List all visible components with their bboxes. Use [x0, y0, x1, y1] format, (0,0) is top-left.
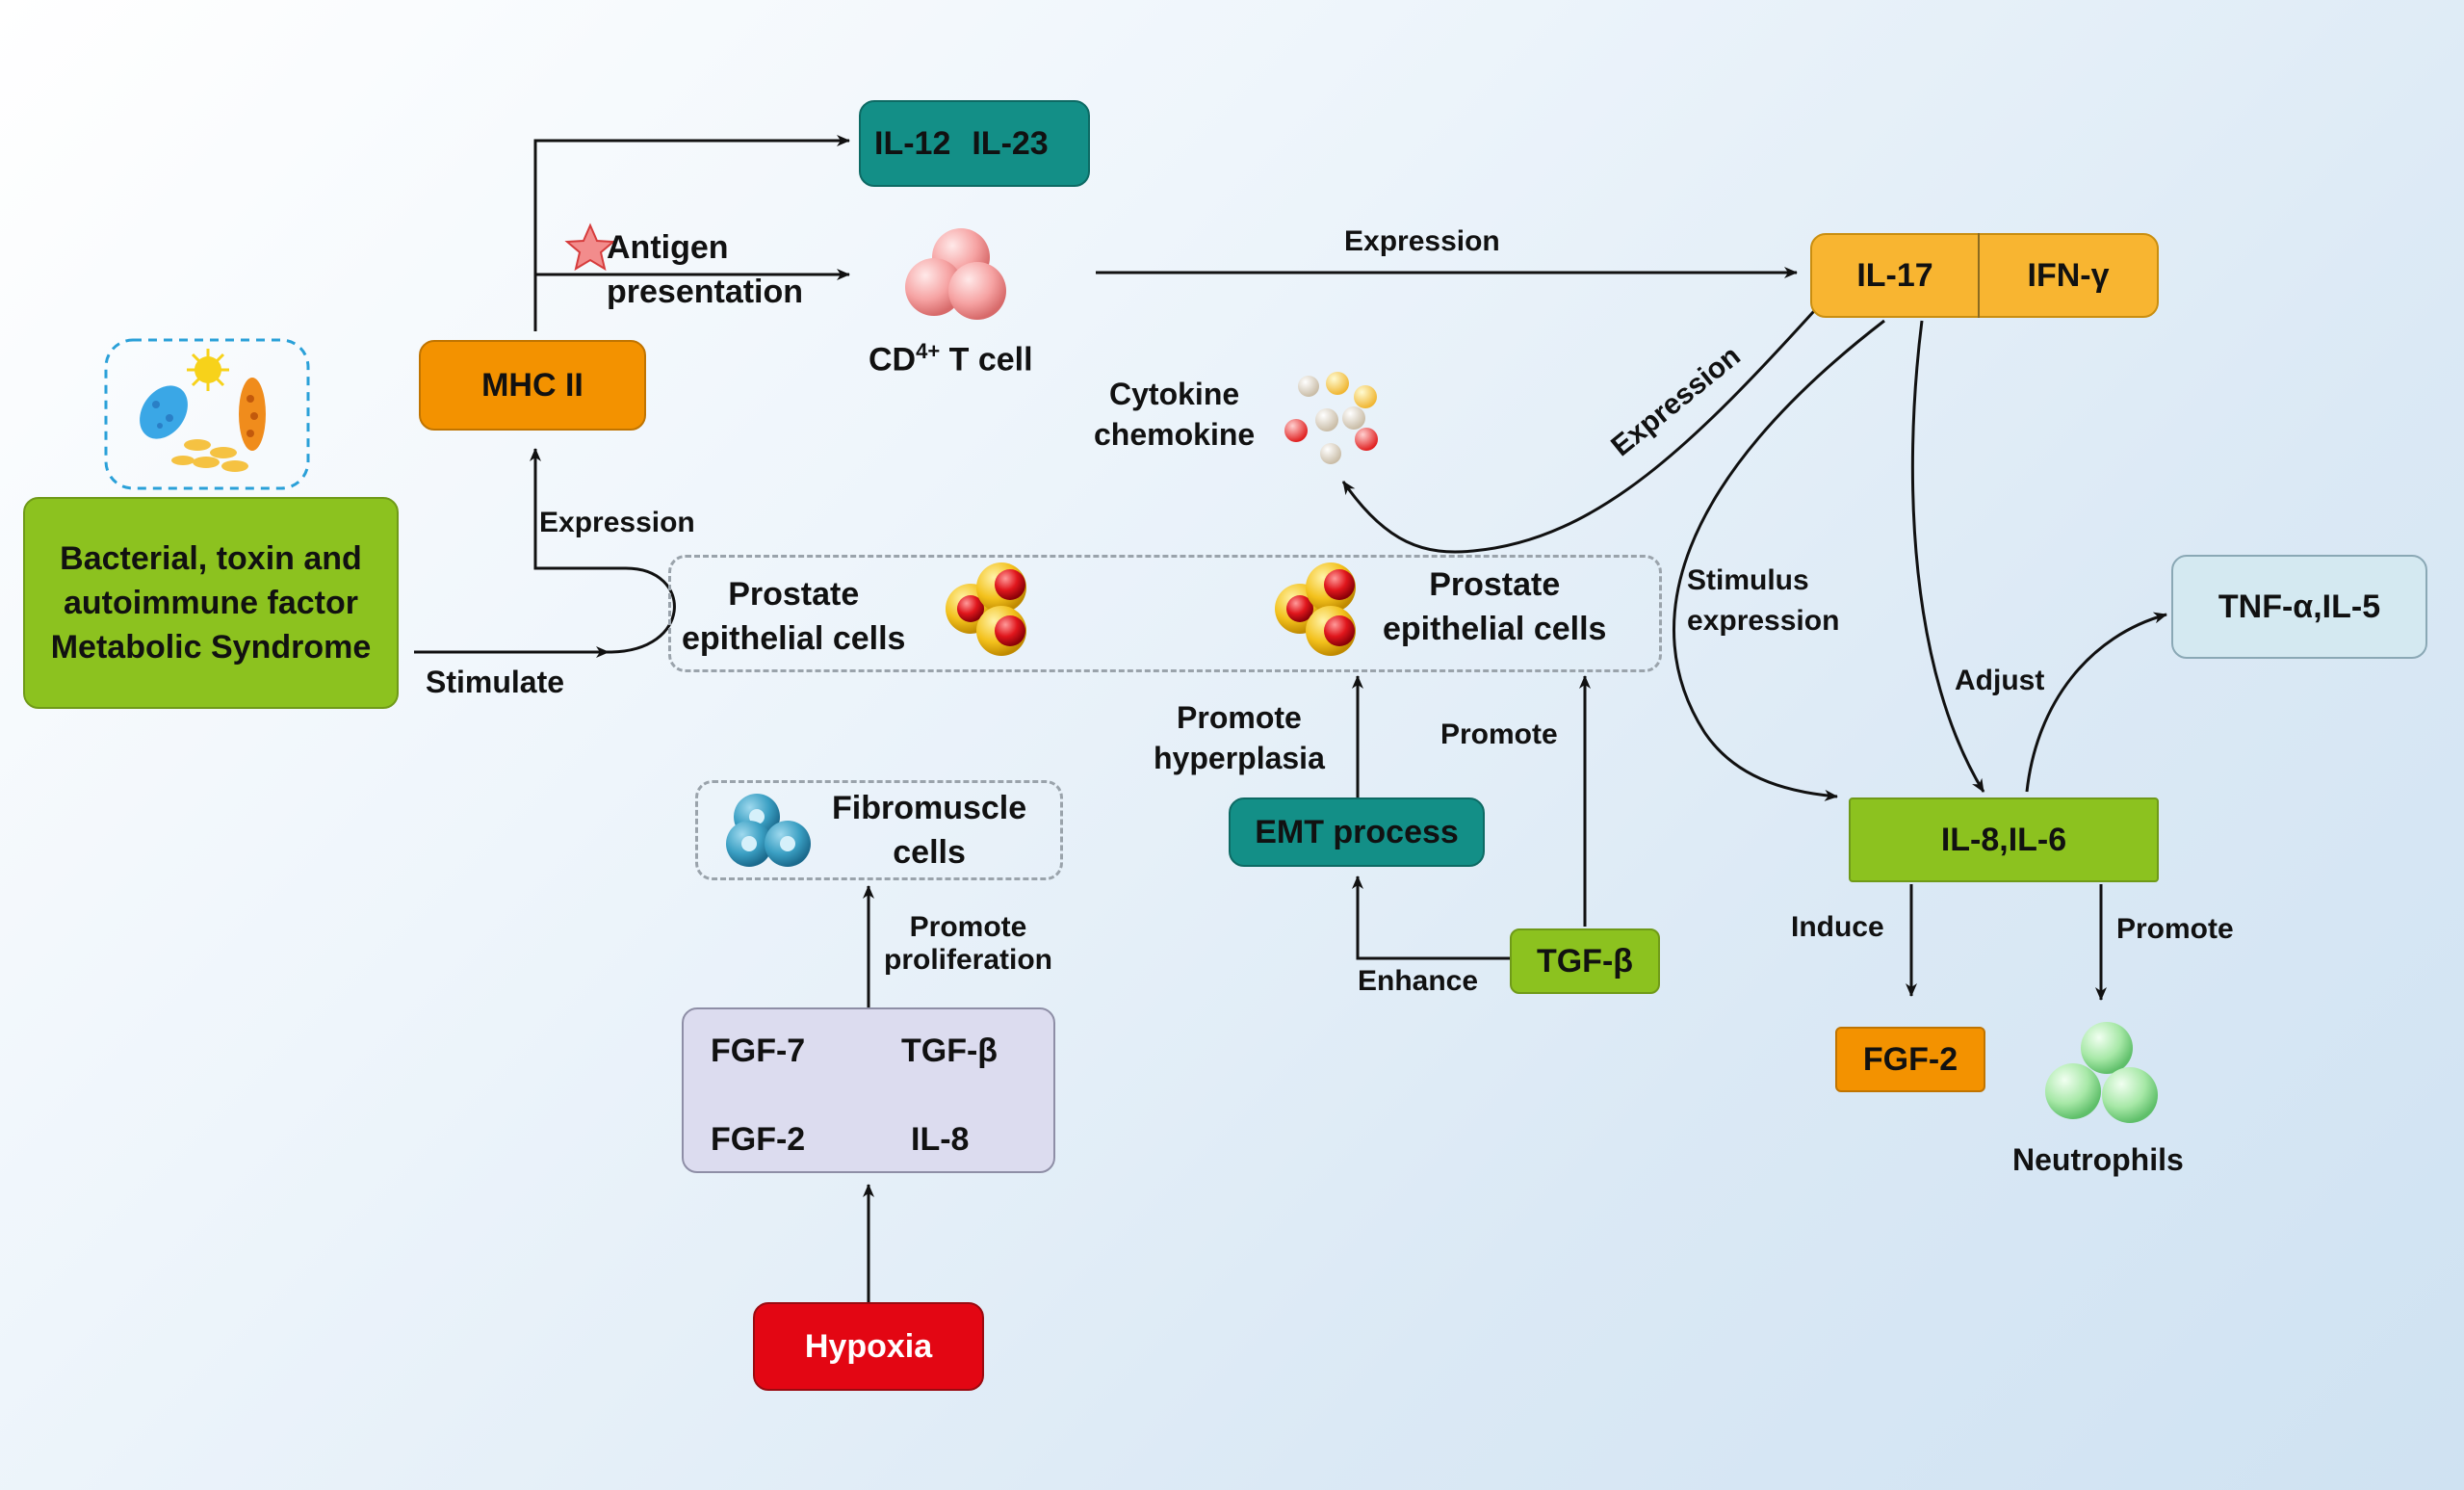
cytokine-particles-icon — [1284, 372, 1378, 464]
stimulus-line-2: expression — [1687, 605, 1840, 637]
trigger-line-2: autoimmune factor — [63, 585, 359, 621]
stimulus-label: Stimulus expression — [1687, 561, 1839, 641]
prostate-group-box — [668, 555, 1662, 672]
neutrophils-icon — [2045, 1022, 2158, 1123]
prostate-right-line-2: epithelial cells — [1383, 611, 1607, 647]
fgf7-label: FGF-7 — [711, 1033, 806, 1069]
arrow-expression-diag — [1341, 300, 1825, 554]
cd4-superscript: 4+ — [916, 339, 941, 363]
expression-top-label: Expression — [1344, 225, 1500, 257]
fibro-line-2: cells — [893, 834, 966, 871]
fgf2-output-box: FGF-2 — [1835, 1027, 1985, 1092]
neutrophils-label: Neutrophils — [2012, 1142, 2184, 1177]
antigen-label: Antigen presentation — [607, 225, 803, 314]
promote-hyperplasia-label: Promote hyperplasia — [1154, 697, 1325, 778]
prostate-cells-right-icon — [1275, 562, 1356, 656]
tnf-label: TNF-α,IL-5 — [2218, 588, 2381, 625]
il8-il6-label: IL-8,IL-6 — [1940, 821, 2067, 858]
cytokine-label: Cytokine chemokine — [1094, 374, 1255, 455]
cd4-label: CD4+ T cell — [869, 339, 1033, 379]
promote-proliferation-line-1: Promote — [909, 911, 1027, 943]
fibro-line-1: Fibromuscle — [832, 790, 1027, 826]
prostate-right-line-1: Prostate — [1429, 566, 1561, 603]
il12-il23-box: IL-12 IL-23 — [859, 100, 1090, 187]
il23-label: IL-23 — [972, 124, 1049, 162]
il8-il6-box: IL-8,IL-6 — [1849, 797, 2159, 882]
cytokine-line-2: chemokine — [1094, 417, 1256, 452]
tgf-beta-box: TGF-β — [1510, 928, 1660, 994]
prostate-cells-left-icon — [946, 562, 1026, 656]
arrow-enhance — [1352, 876, 1510, 960]
trigger-line-3: Metabolic Syndrome — [50, 629, 372, 666]
prostate-left-line-1: Prostate — [728, 576, 860, 613]
growth-factors-box: FGF-7 TGF-β FGF-2 IL-8 — [682, 1007, 1055, 1173]
adjust-label: Adjust — [1955, 665, 2045, 696]
promote-proliferation-line-2: proliferation — [884, 944, 1053, 976]
cytokine-line-1: Cytokine — [1109, 377, 1240, 411]
stimulate-label: Stimulate — [426, 665, 565, 699]
promote-proliferation-label: Promote proliferation — [884, 911, 1052, 977]
prostate-left-line-2: epithelial cells — [682, 620, 906, 657]
t-cell-icon — [905, 228, 1006, 320]
il17-ifn-divider — [1978, 233, 1980, 318]
il12-label: IL-12 — [874, 124, 951, 162]
arrow-il17-il8 — [1910, 320, 1985, 793]
ifn-label: IFN-γ — [2027, 256, 2110, 294]
stimulus-line-1: Stimulus — [1687, 564, 1809, 596]
fibromuscle-cells-icon — [726, 794, 811, 867]
promote-hyperplasia-line-1: Promote — [1177, 700, 1302, 735]
bacteria-icon — [104, 338, 310, 490]
il17-ifn-box: IL-17 IFN-γ — [1810, 233, 2159, 318]
promote-tgf-label: Promote — [1440, 719, 1558, 750]
mhc-label: MHC II — [481, 366, 584, 404]
factor-fgf2-label: FGF-2 — [711, 1121, 806, 1158]
cd4-text: CD — [869, 341, 917, 379]
trigger-line-1: Bacterial, toxin and — [60, 540, 362, 577]
enhance-label: Enhance — [1358, 965, 1479, 997]
antigen-line-1: Antigen — [607, 229, 729, 266]
antigen-line-2: presentation — [607, 274, 804, 310]
arrow-stimulus — [1672, 319, 1885, 801]
promote-hyperplasia-line-2: hyperplasia — [1154, 741, 1325, 775]
hypoxia-box: Hypoxia — [753, 1302, 984, 1391]
promote-neutrophils-label: Promote — [2116, 913, 2234, 945]
prostate-left-label: Prostate epithelial cells — [682, 572, 905, 661]
tnf-box: TNF-α,IL-5 — [2171, 555, 2427, 659]
emt-box: EMT process — [1229, 797, 1485, 867]
arrow-mhc-il12 — [533, 135, 850, 331]
cd4-tail-text: T cell — [940, 341, 1033, 379]
antigen-star-icon — [564, 222, 616, 272]
arrow-adjust — [2025, 612, 2167, 793]
arrow-expression-mhc — [530, 448, 676, 654]
prostate-right-label: Prostate epithelial cells — [1383, 562, 1606, 651]
trigger-box: Bacterial, toxin and autoimmune factor M… — [23, 497, 399, 709]
tgf-beta-label: TGF-β — [1536, 942, 1634, 980]
expression-mhc-label: Expression — [539, 507, 695, 538]
il17-label: IL-17 — [1856, 256, 1933, 294]
induce-label: Induce — [1791, 911, 1884, 943]
factor-tgf-label: TGF-β — [901, 1033, 999, 1069]
hypoxia-label: Hypoxia — [804, 1327, 933, 1365]
fgf2-output-label: FGF-2 — [1862, 1040, 1958, 1078]
emt-label: EMT process — [1255, 813, 1459, 850]
mhc-box: MHC II — [419, 340, 646, 431]
factor-il8-label: IL-8 — [911, 1121, 970, 1158]
fibromuscle-box — [695, 780, 1063, 880]
fibro-label: Fibromuscle cells — [832, 786, 1026, 875]
